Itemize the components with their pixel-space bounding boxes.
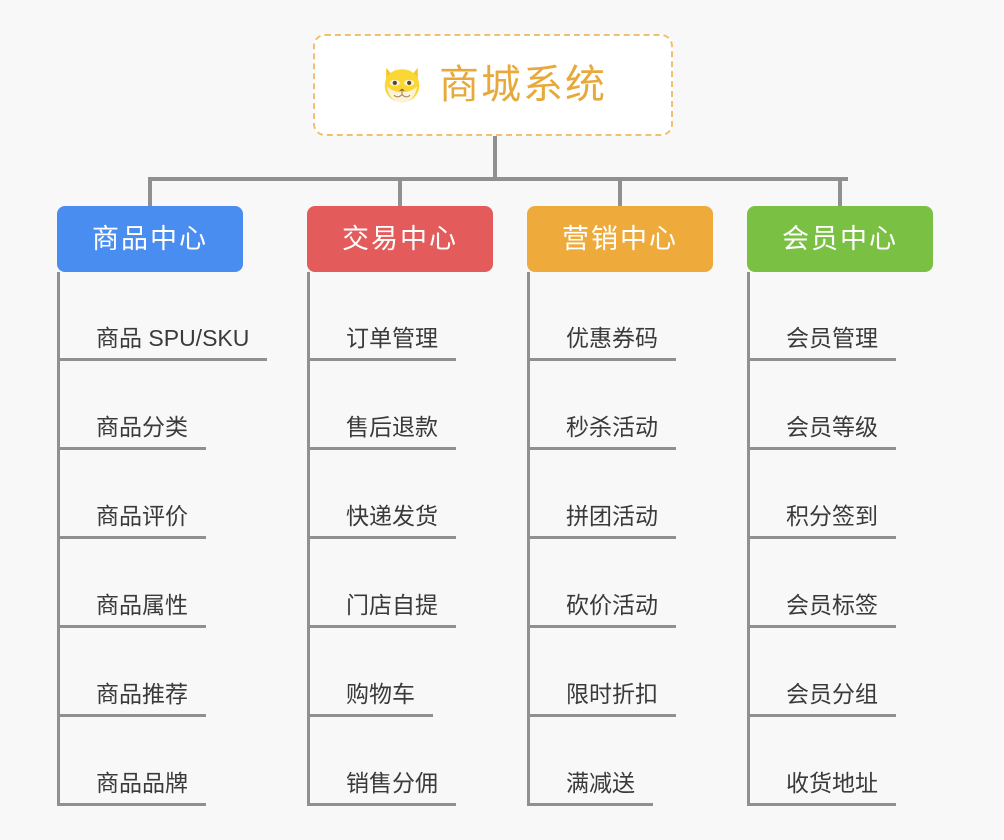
leaf-label: 砍价活动	[566, 592, 658, 618]
branch-node-label: 营销中心	[562, 223, 678, 254]
leaf-label: 商品评价	[96, 503, 188, 529]
leaf-item-trade-0[interactable]: 订单管理	[310, 327, 456, 361]
leaf-item-member-5[interactable]: 收货地址	[750, 772, 896, 806]
leaf-item-product-5[interactable]: 商品品牌	[60, 772, 206, 806]
leaf-label: 销售分佣	[346, 770, 438, 796]
leaf-label: 拼团活动	[566, 503, 658, 529]
leaf-item-marketing-3[interactable]: 砍价活动	[530, 594, 676, 628]
leaf-label: 优惠券码	[566, 325, 658, 351]
connector-branch-drop	[148, 179, 152, 206]
leaf-item-trade-3[interactable]: 门店自提	[310, 594, 456, 628]
leaf-label: 购物车	[346, 681, 415, 707]
leaf-item-marketing-2[interactable]: 拼团活动	[530, 505, 676, 539]
leaf-label: 满减送	[566, 770, 635, 796]
leaf-item-marketing-1[interactable]: 秒杀活动	[530, 416, 676, 450]
connector-branch-bus	[148, 177, 848, 181]
branch-node-product[interactable]: 商品中心	[57, 206, 243, 272]
leaf-label: 秒杀活动	[566, 414, 658, 440]
branch-node-member[interactable]: 会员中心	[747, 206, 933, 272]
leaf-label: 售后退款	[346, 414, 438, 440]
leaf-item-member-3[interactable]: 会员标签	[750, 594, 896, 628]
leaf-item-member-2[interactable]: 积分签到	[750, 505, 896, 539]
leaf-label: 会员等级	[786, 414, 878, 440]
leaf-label: 商品分类	[96, 414, 188, 440]
root-node-title: 商城系统	[439, 63, 607, 107]
leaf-item-trade-1[interactable]: 售后退款	[310, 416, 456, 450]
leaf-label: 收货地址	[786, 770, 878, 796]
leaf-item-trade-2[interactable]: 快递发货	[310, 505, 456, 539]
leaf-label: 商品品牌	[96, 770, 188, 796]
leaf-label: 会员管理	[786, 325, 878, 351]
leaf-label: 会员分组	[786, 681, 878, 707]
leaf-item-product-4[interactable]: 商品推荐	[60, 683, 206, 717]
leaf-label: 积分签到	[786, 503, 878, 529]
leaf-item-trade-5[interactable]: 销售分佣	[310, 772, 456, 806]
connector-root-stem	[493, 136, 497, 179]
leaf-item-marketing-5[interactable]: 满减送	[530, 772, 653, 806]
branch-node-label: 交易中心	[342, 223, 458, 254]
leaf-item-trade-4[interactable]: 购物车	[310, 683, 433, 717]
branch-node-marketing[interactable]: 营销中心	[527, 206, 713, 272]
leaf-label: 商品推荐	[96, 681, 188, 707]
leaf-label: 商品 SPU/SKU	[96, 325, 250, 351]
leaf-label: 快递发货	[346, 503, 438, 529]
leaf-item-member-0[interactable]: 会员管理	[750, 327, 896, 361]
leaf-item-member-1[interactable]: 会员等级	[750, 416, 896, 450]
leaf-label: 门店自提	[346, 592, 438, 618]
leaf-item-marketing-0[interactable]: 优惠券码	[530, 327, 676, 361]
leaf-item-product-0[interactable]: 商品 SPU/SKU	[60, 325, 268, 361]
leaf-label: 订单管理	[346, 325, 438, 351]
leaf-spine	[747, 272, 750, 806]
leaf-spine	[307, 272, 310, 806]
branch-node-trade[interactable]: 交易中心	[307, 206, 493, 272]
leaf-item-product-1[interactable]: 商品分类	[60, 416, 206, 450]
leaf-item-marketing-4[interactable]: 限时折扣	[530, 683, 676, 717]
branch-node-label: 商品中心	[92, 223, 208, 254]
connector-branch-drop	[618, 179, 622, 206]
connector-branch-drop	[838, 179, 842, 206]
leaf-label: 限时折扣	[566, 681, 658, 707]
leaf-item-product-3[interactable]: 商品属性	[60, 594, 206, 628]
leaf-spine	[57, 272, 60, 806]
leaf-item-member-4[interactable]: 会员分组	[750, 683, 896, 717]
leaf-spine	[527, 272, 530, 806]
leaf-item-product-2[interactable]: 商品评价	[60, 505, 206, 539]
connector-branch-drop	[398, 179, 402, 206]
leaf-label: 商品属性	[96, 592, 188, 618]
branch-node-label: 会员中心	[782, 223, 898, 254]
leaf-label: 会员标签	[786, 592, 878, 618]
shiba-dog-icon	[384, 67, 420, 103]
root-node-card[interactable]: 商城系统	[313, 34, 673, 136]
